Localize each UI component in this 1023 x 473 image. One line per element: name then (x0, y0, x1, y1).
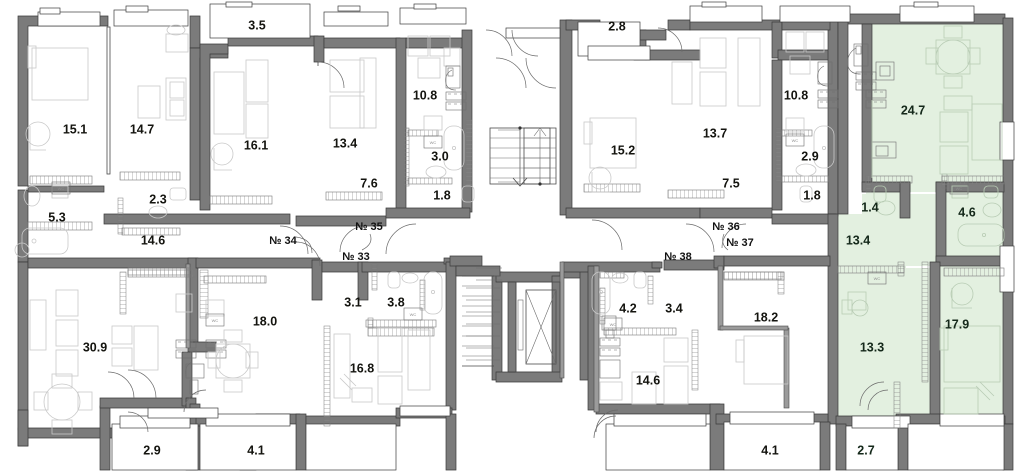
furniture-layer (14, 24, 839, 435)
furniture-layer-highlighted (841, 25, 1005, 415)
area-label: 7.6 (360, 176, 377, 190)
balconies-and-windows (37, 1, 1015, 471)
wc-tag-label: WC (956, 186, 963, 191)
area-label: 1.8 (433, 188, 450, 202)
area-label: 3.5 (248, 18, 265, 32)
unit-number-36: № 36 (712, 221, 740, 233)
area-label: 14.6 (636, 373, 660, 387)
area-label: 14.6 (141, 233, 165, 247)
wc-tag-label: WC (58, 186, 65, 191)
area-label: 15.1 (63, 122, 87, 136)
area-label: 13.4 (846, 233, 870, 247)
unit-number-33: № 33 (342, 251, 370, 263)
wc-tag: WC (867, 271, 887, 285)
unit-number-37: № 37 (726, 237, 754, 249)
area-label: 4.1 (761, 443, 778, 457)
area-label: 2.7 (857, 443, 874, 457)
fixture-tags-layer: WC WC WC WC WC WC WC WC (51, 133, 969, 331)
area-label: 13.4 (333, 136, 357, 150)
wc-tag: WC (603, 317, 623, 331)
wc-tag-label: WC (874, 276, 881, 281)
wc-tag-label: WC (212, 318, 219, 323)
area-labels-layer: 15.1 14.7 5.3 2.3 14.6 30.9 2.9 4.1 3.5 … (48, 18, 975, 457)
area-label: 10.8 (413, 88, 437, 102)
staircase-right-flight (523, 127, 557, 186)
area-label: 3.0 (431, 149, 448, 163)
unit-number-34: № 34 (269, 235, 297, 247)
unit-number-38: № 38 (664, 251, 692, 263)
area-label: 1.4 (861, 200, 878, 214)
elevator-cabin (515, 281, 561, 373)
area-label: 15.2 (611, 143, 635, 157)
area-label: 3.8 (387, 295, 404, 309)
area-label: 3.1 (344, 295, 361, 309)
wc-tag: WC (403, 307, 423, 321)
staircase (462, 126, 557, 367)
area-label: 18.2 (754, 310, 778, 324)
wc-tag-label: WC (410, 312, 417, 317)
area-label: 14.7 (130, 122, 154, 136)
area-label: 7.5 (722, 176, 739, 190)
area-label: 16.8 (350, 361, 374, 375)
wc-tag-label: WC (792, 138, 799, 143)
area-label: 17.9 (945, 317, 969, 331)
area-label: 4.6 (958, 205, 975, 219)
area-label: 2.8 (608, 19, 625, 33)
area-label: 3.4 (665, 301, 682, 315)
area-label: 10.8 (784, 88, 808, 102)
built-in-elements (27, 119, 1005, 429)
area-label: 2.3 (149, 192, 166, 206)
wc-tag: WC (949, 181, 969, 195)
area-label: 13.3 (860, 340, 884, 354)
area-label: 2.9 (801, 149, 818, 163)
area-label: 30.9 (83, 340, 107, 354)
area-label: 4.2 (619, 301, 636, 315)
staircase-lower-left (462, 275, 494, 367)
area-label: 24.7 (901, 103, 925, 117)
unit-number-35: № 35 (355, 221, 383, 233)
staircase-upper-right (476, 267, 502, 281)
area-label: 16.1 (244, 138, 268, 152)
wc-tag: WC (51, 181, 71, 195)
area-label: 5.3 (48, 210, 65, 224)
area-label: 18.0 (253, 314, 277, 328)
wc-tag: WC (205, 313, 225, 327)
door-swings (107, 27, 889, 439)
area-label: 2.9 (143, 443, 160, 457)
area-label: 13.7 (703, 126, 727, 140)
unit-number-labels-layer[interactable]: № 33 № 34 № 35 № 36 № 37 № 38 (269, 221, 754, 263)
area-label: 4.1 (247, 443, 264, 457)
area-label: 1.8 (803, 188, 820, 202)
unit-number-leaders (295, 233, 729, 254)
wc-tag: WC (423, 135, 443, 149)
wc-tag-label: WC (610, 322, 617, 327)
wc-tag-label: WC (430, 140, 437, 145)
interior-partitions (185, 261, 790, 413)
wc-tag: WC (785, 133, 805, 147)
